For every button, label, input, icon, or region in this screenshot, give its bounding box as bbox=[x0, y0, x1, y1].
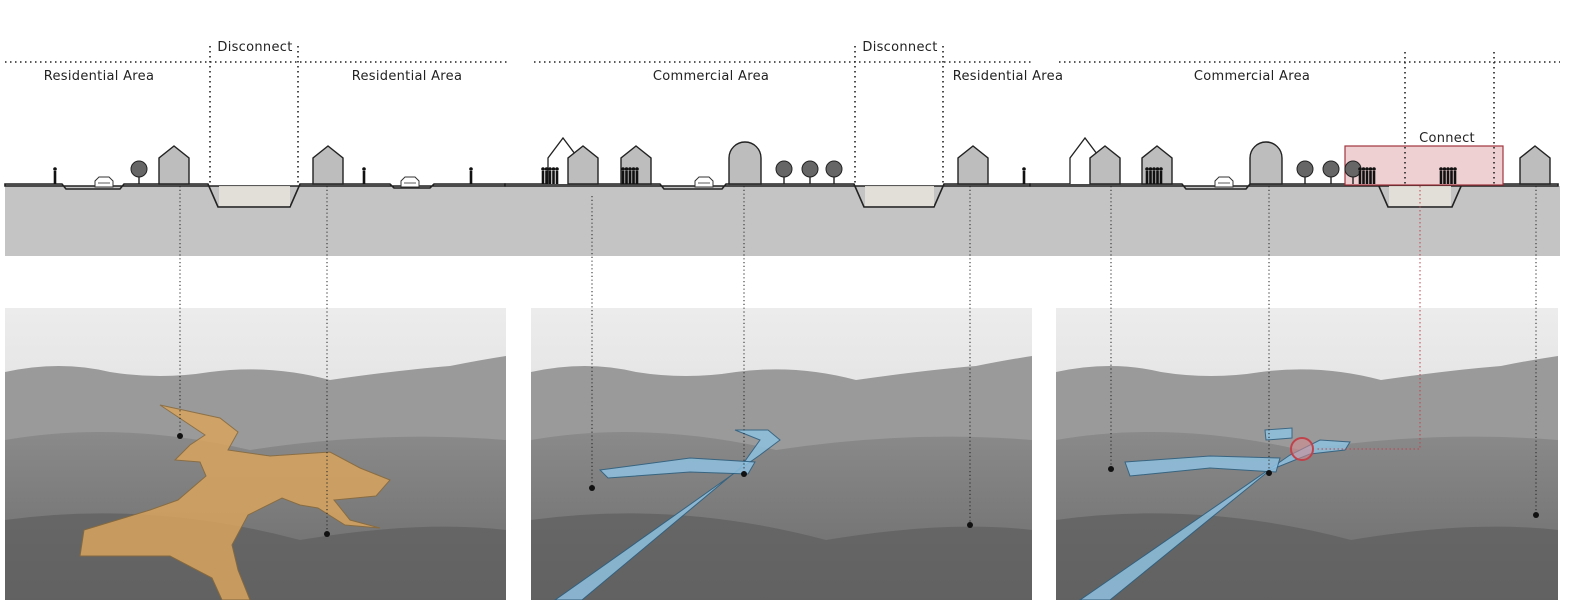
aerial-photo-3 bbox=[1056, 308, 1558, 600]
tree-icon bbox=[1322, 160, 1340, 185]
crowd-icon bbox=[1439, 167, 1457, 184]
crowd-icon bbox=[1358, 167, 1376, 184]
connect-label: Connect bbox=[1419, 131, 1475, 146]
tree-icon bbox=[825, 160, 843, 185]
house-icon bbox=[957, 145, 989, 185]
house-icon bbox=[158, 145, 190, 185]
leader-line bbox=[177, 186, 1539, 537]
person-icon bbox=[362, 167, 366, 184]
house-icon bbox=[1519, 145, 1551, 185]
crowd-icon bbox=[621, 167, 639, 184]
tree-icon bbox=[775, 160, 793, 185]
residential-area-label-3: Residential Area bbox=[953, 69, 1063, 84]
arch-building-icon bbox=[728, 141, 762, 185]
residential-area-label-1: Residential Area bbox=[44, 69, 154, 84]
aerial-photo-2 bbox=[531, 308, 1032, 600]
car-icon bbox=[94, 176, 114, 188]
blue-path-main bbox=[554, 429, 781, 600]
connection-point-marker bbox=[1290, 437, 1314, 461]
person-icon bbox=[1022, 167, 1026, 184]
arch-building-icon bbox=[1249, 141, 1283, 185]
blue-path-branch bbox=[1124, 455, 1281, 477]
commercial-area-label-2: Commercial Area bbox=[1194, 69, 1310, 84]
car-icon bbox=[1214, 176, 1234, 188]
disconnect-label-2: Disconnect bbox=[862, 40, 937, 55]
connect-leader-line bbox=[1315, 186, 1421, 450]
tree-icon bbox=[130, 160, 148, 185]
car-icon bbox=[694, 176, 714, 188]
car-icon bbox=[400, 176, 420, 188]
house-icon bbox=[312, 145, 344, 185]
person-icon bbox=[53, 167, 57, 184]
person-icon bbox=[469, 167, 473, 184]
crowd-icon bbox=[541, 167, 559, 184]
tree-icon bbox=[801, 160, 819, 185]
connect-box bbox=[1344, 145, 1504, 186]
blue-path-upper bbox=[1264, 427, 1293, 441]
crowd-icon bbox=[1145, 167, 1163, 184]
tree-icon bbox=[1296, 160, 1314, 185]
channel-texture-2 bbox=[865, 186, 934, 206]
commercial-area-label-1: Commercial Area bbox=[653, 69, 769, 84]
residential-area-label-2: Residential Area bbox=[352, 69, 462, 84]
disconnect-label-1: Disconnect bbox=[217, 40, 292, 55]
blue-path-branch bbox=[598, 457, 756, 479]
orange-path-network bbox=[79, 404, 391, 600]
channel-texture-3 bbox=[1389, 186, 1451, 206]
channel-texture-1 bbox=[219, 186, 290, 206]
